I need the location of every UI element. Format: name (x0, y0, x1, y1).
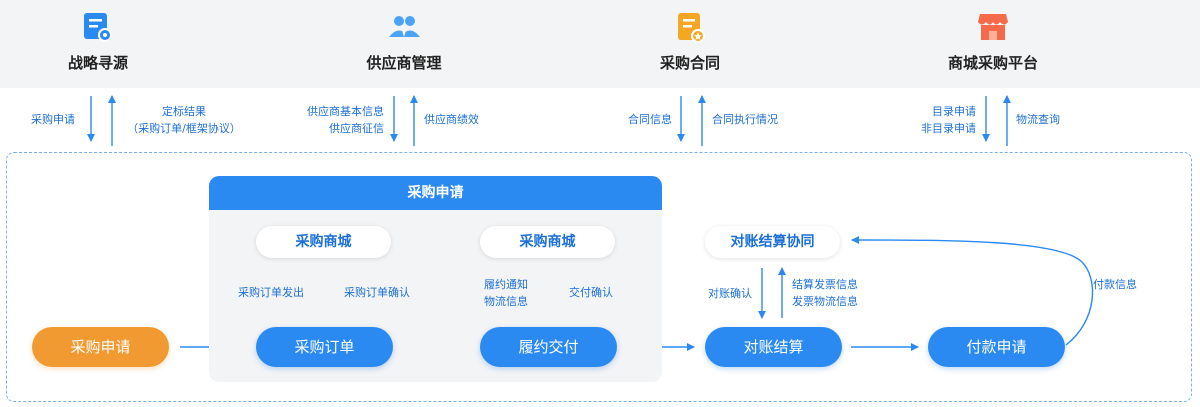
store-icon (978, 14, 1008, 40)
module-label: 供应商管理 (366, 54, 442, 72)
label-mall-down: 目录申请 非目录申请 (902, 103, 976, 137)
label-supplier-up: 供应商绩效 (424, 113, 479, 126)
arrow-payment-info (851, 236, 1094, 346)
sourcing-icon (84, 13, 112, 42)
chip-mall-1[interactable]: 采购商城 (256, 226, 391, 258)
label-po-send: 采购订单发出 (238, 286, 304, 299)
label-line: 物流信息 (484, 295, 528, 308)
contract-icon (678, 13, 705, 43)
module-purchase-contract[interactable]: 采购合同 (610, 10, 770, 73)
label-line: 定标结果 (162, 105, 206, 118)
label-line: 发票物流信息 (792, 295, 858, 308)
label-contract-up: 合同执行情况 (712, 113, 778, 126)
label-line: 供应商基本信息 (307, 105, 384, 118)
label-supplier-down: 供应商基本信息 供应商征信 (282, 103, 384, 137)
module-label: 商城采购平台 (947, 54, 1038, 72)
module-supplier-management[interactable]: 供应商管理 (324, 10, 484, 73)
label-delivery-confirm: 交付确认 (569, 286, 613, 299)
chip-mall-2[interactable]: 采购商城 (480, 226, 615, 258)
system-boundary (6, 152, 1192, 402)
label-line: 供应商征信 (329, 122, 384, 135)
group-title: 采购申请 (209, 176, 662, 210)
label-mall-up: 物流查询 (1016, 113, 1060, 126)
label-sourcing-down: 采购申请 (31, 113, 75, 126)
label-sourcing-up: 定标结果 （采购订单/框架协议） (126, 103, 242, 137)
label-line: 结算发票信息 (792, 278, 858, 291)
module-label: 战略寻源 (67, 54, 128, 72)
label-fulfil-down: 履约通知 物流信息 (470, 276, 528, 310)
step-reconcile-settle[interactable]: 对账结算 (705, 327, 842, 367)
step-purchase-request[interactable]: 采购申请 (32, 327, 169, 367)
module-label: 采购合同 (659, 54, 720, 72)
label-line: 目录申请 (932, 105, 976, 118)
label-payment-info: 付款信息 (1093, 278, 1137, 291)
module-mall-platform[interactable]: 商城采购平台 (913, 10, 1073, 73)
step-payment-request[interactable]: 付款申请 (928, 327, 1065, 367)
supplier-icon (389, 16, 420, 37)
label-reconcile-confirm: 对账确认 (708, 287, 752, 300)
label-line: 履约通知 (484, 278, 528, 291)
label-line: 非目录申请 (921, 122, 976, 135)
chip-reconcile[interactable]: 对账结算协同 (705, 226, 840, 258)
label-contract-down: 合同信息 (628, 113, 672, 126)
module-strategic-sourcing[interactable]: 战略寻源 (18, 10, 178, 73)
step-purchase-order[interactable]: 采购订单 (256, 327, 393, 367)
label-invoice: 结算发票信息 发票物流信息 (792, 276, 858, 310)
step-fulfil-delivery[interactable]: 履约交付 (480, 327, 617, 367)
label-po-confirm: 采购订单确认 (344, 286, 410, 299)
label-line: （采购订单/框架协议） (127, 122, 241, 135)
